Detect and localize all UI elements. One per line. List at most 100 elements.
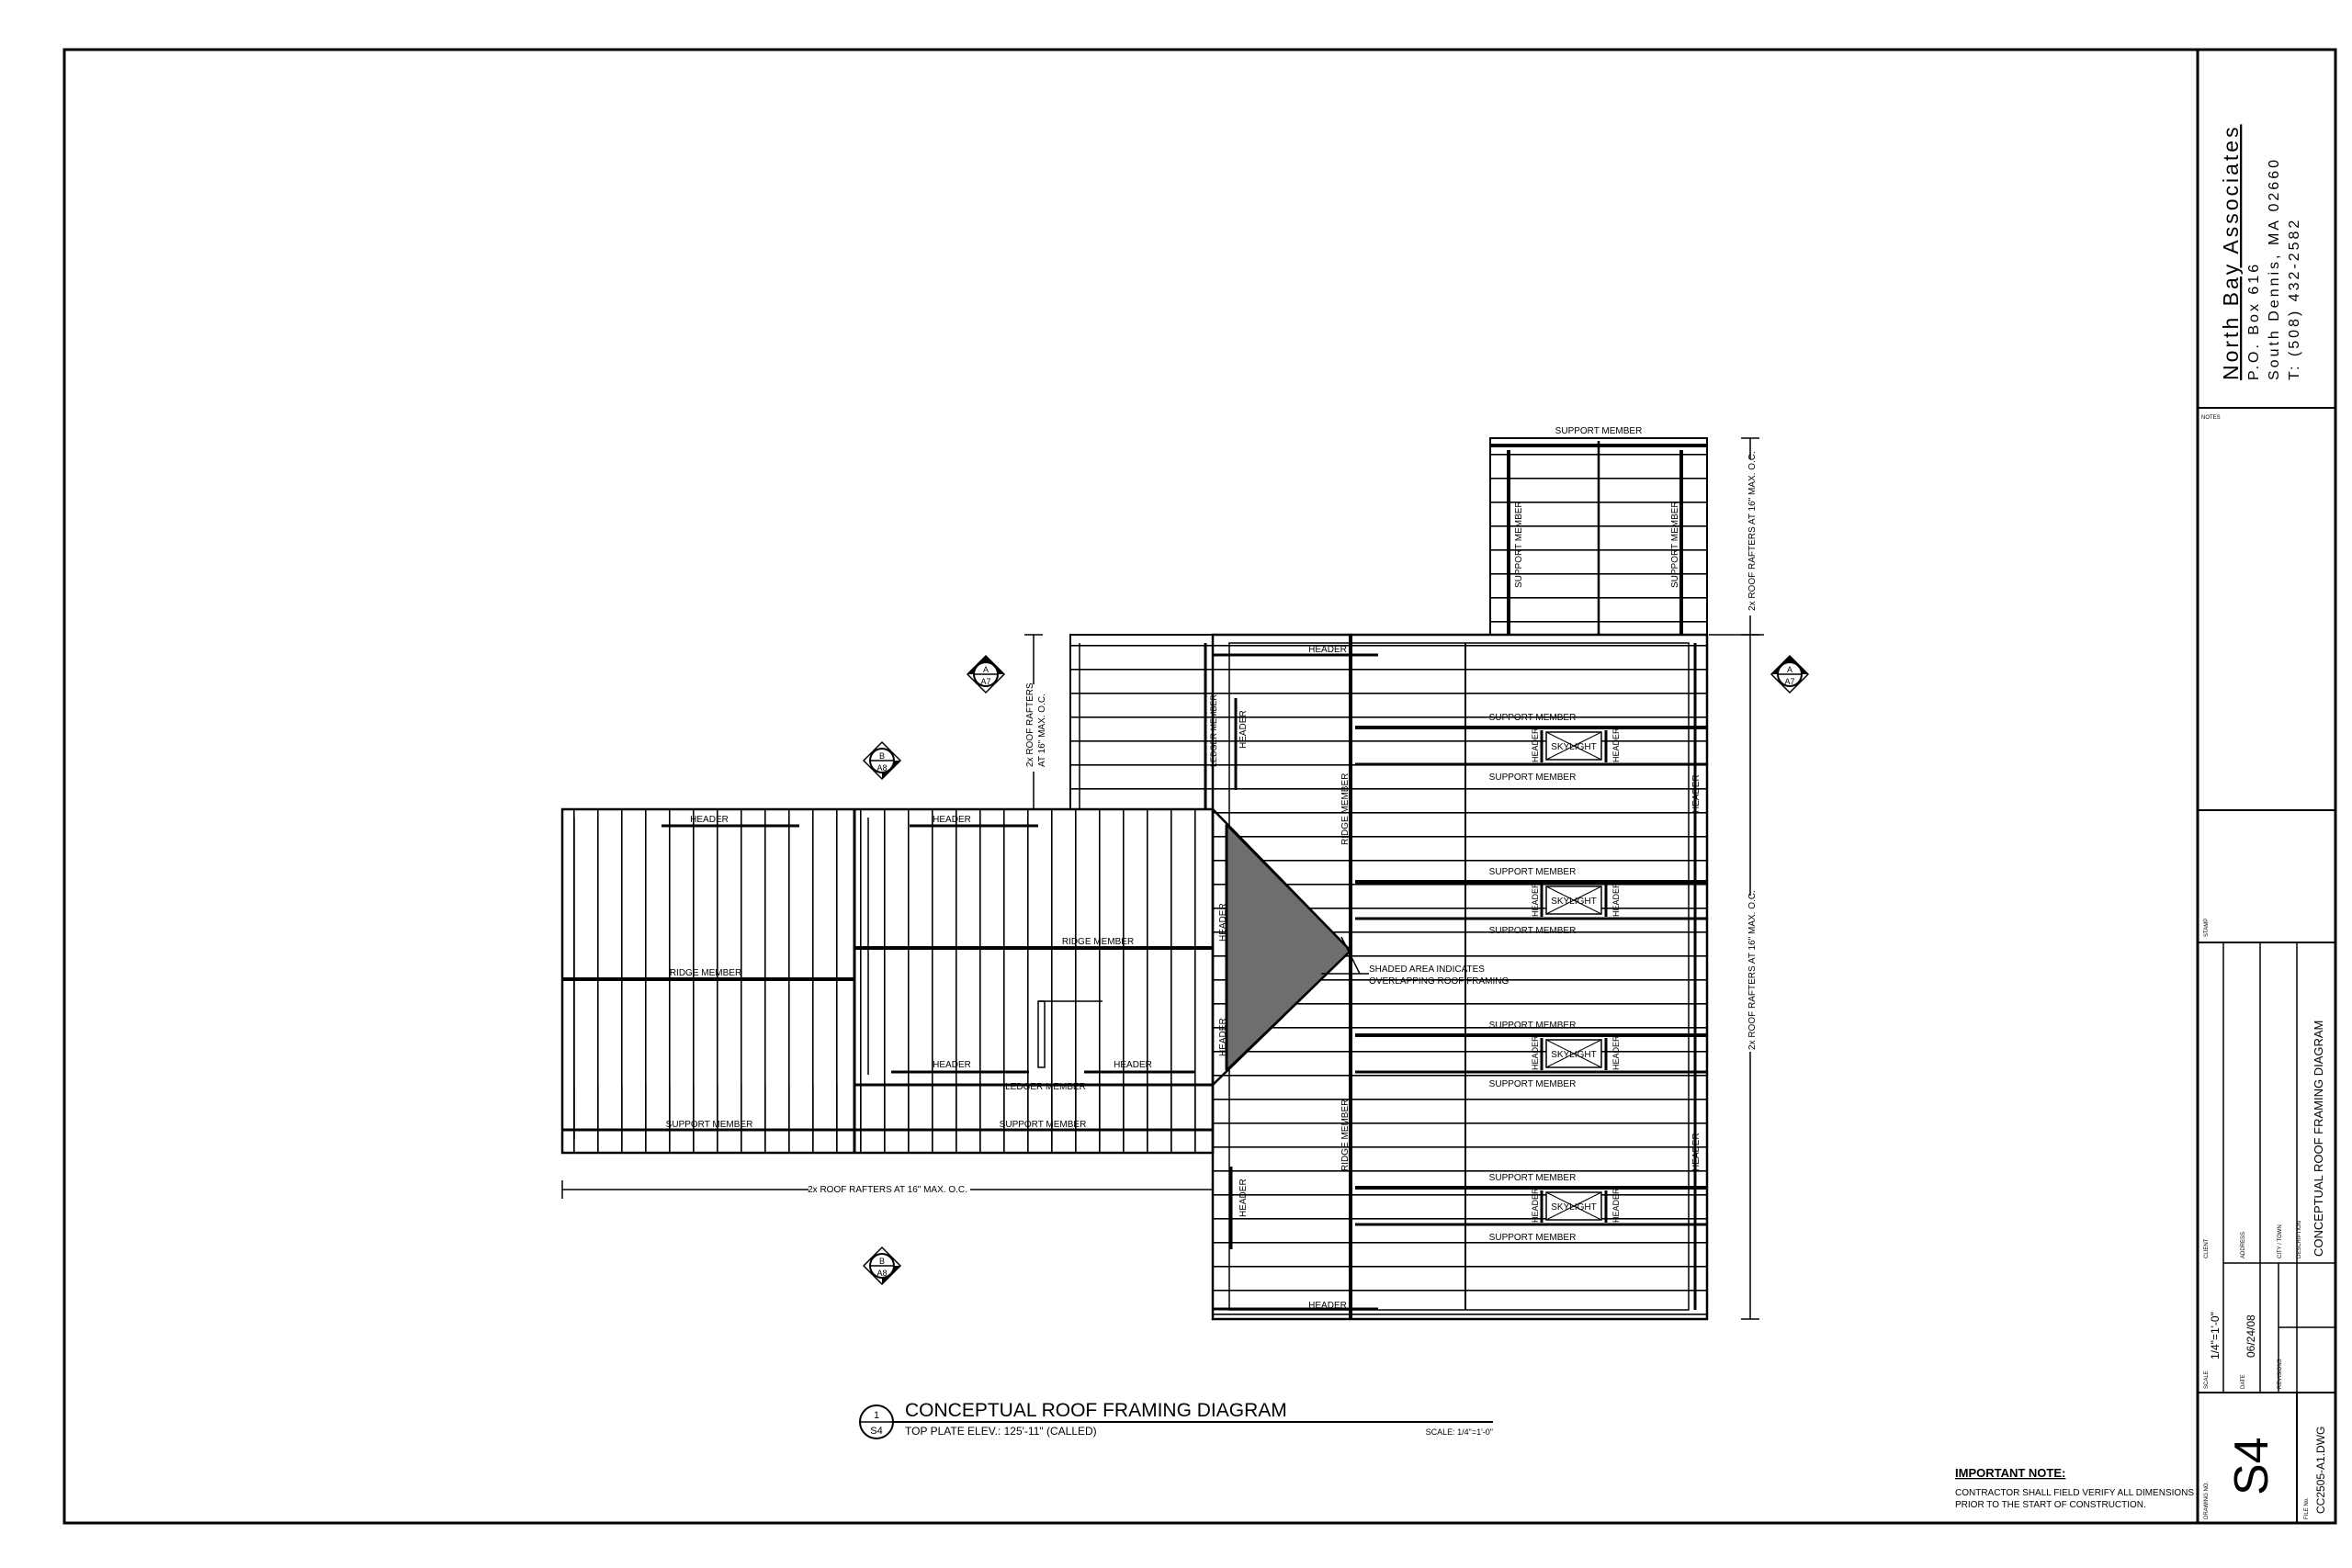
- label-support-west-a: SUPPORT MEMBER: [666, 1120, 753, 1130]
- label-header-west-1: HEADER: [1238, 710, 1249, 749]
- svg-text:A8: A8: [876, 763, 887, 773]
- file-no-label: FILE No.: [2304, 1497, 2310, 1519]
- section-marker-a-left: A A7: [966, 654, 1006, 694]
- firm-address-1: P.O. Box 616: [2246, 262, 2262, 380]
- label-ridge-east-2: RIDGE MEMBER: [1340, 1100, 1351, 1171]
- dim-rafters-east: 2x ROOF RAFTERS AT 16" MAX. O.C.: [1747, 890, 1758, 1050]
- drawing-no-label: DRAWING NO.: [2204, 1482, 2210, 1519]
- description-value: CONCEPTUAL ROOF FRAMING DIAGRAM: [2312, 1021, 2325, 1257]
- label-shaded-1: SHADED AREA INDICATES: [1369, 964, 1485, 975]
- description-label: DESCRIPTION: [2297, 1221, 2302, 1258]
- label-skylight-header-1l: HEADER: [1531, 728, 1540, 762]
- label-ridge-west-a: RIDGE MEMBER: [670, 968, 741, 978]
- dim-rafters-connector-1: 2x ROOF RAFTERS: [1025, 682, 1035, 767]
- sheet-border: [62, 48, 2337, 1525]
- label-header-top: HEADER: [1308, 645, 1347, 655]
- address-label: ADDRESS: [2241, 1232, 2246, 1258]
- label-header-hip-1: HEADER: [1218, 903, 1228, 942]
- roof-framing-plan: [560, 437, 1764, 1321]
- dim-rafters-west: 2x ROOF RAFTERS AT 16" MAX. O.C.: [808, 1185, 967, 1195]
- label-support-3b: SUPPORT MEMBER: [1489, 1079, 1577, 1089]
- svg-text:A: A: [983, 665, 989, 674]
- label-support-2b: SUPPORT MEMBER: [1489, 926, 1577, 936]
- label-header-east-2: HEADER: [1691, 1133, 1702, 1171]
- label-skylight-3: SKYLIGHT: [1551, 1050, 1596, 1060]
- date-value: 06/24/08: [2245, 1314, 2257, 1358]
- scale-value: 1/4"=1'-0": [2209, 1312, 2222, 1359]
- stamp-label: STAMP: [2204, 919, 2210, 937]
- date-label: DATE: [2241, 1374, 2246, 1389]
- label-support-2a: SUPPORT MEMBER: [1489, 867, 1577, 877]
- label-support-right: SUPPORT MEMBER: [1670, 501, 1680, 588]
- label-header-hip-2: HEADER: [1218, 1018, 1228, 1056]
- important-note-line2: PRIOR TO THE START OF CONSTRUCTION.: [1955, 1500, 2146, 1510]
- label-skylight-header-4r: HEADER: [1611, 1188, 1621, 1223]
- plan-labels: SUPPORT MEMBER SUPPORT MEMBER SUPPORT ME…: [666, 426, 1758, 1311]
- skylight-1: [1540, 730, 1608, 762]
- label-skylight-header-4l: HEADER: [1531, 1188, 1540, 1223]
- drawing-title-block: 1 S4 CONCEPTUAL ROOF FRAMING DIAGRAM TOP…: [859, 1400, 1493, 1439]
- svg-text:A7: A7: [1784, 677, 1794, 686]
- svg-text:B: B: [879, 1257, 885, 1266]
- svg-text:A7: A7: [980, 677, 990, 686]
- svg-text:A8: A8: [876, 1269, 887, 1278]
- label-support-left: SUPPORT MEMBER: [1514, 501, 1524, 588]
- label-skylight-1: SKYLIGHT: [1551, 742, 1596, 752]
- svg-text:A: A: [1787, 665, 1792, 674]
- revisions-label: REVISIONS: [2278, 1359, 2283, 1389]
- notes-label: NOTES: [2201, 415, 2221, 421]
- file-no-value: CC2505-A1.DWG: [2314, 1427, 2327, 1514]
- label-support-1b: SUPPORT MEMBER: [1489, 773, 1577, 783]
- skylight-2: [1540, 885, 1608, 917]
- svg-text:B: B: [879, 751, 885, 761]
- label-skylight-header-3l: HEADER: [1531, 1035, 1540, 1070]
- section-marker-b-top: B A8: [862, 740, 902, 781]
- label-shaded-2: OVERLAPPING ROOF FRAMING: [1369, 976, 1509, 987]
- client-label: CLIENT: [2204, 1238, 2210, 1258]
- label-support-3a: SUPPORT MEMBER: [1489, 1021, 1577, 1031]
- drawing-title: CONCEPTUAL ROOF FRAMING DIAGRAM: [905, 1400, 1287, 1421]
- drawing-no-value: S4: [2225, 1437, 2278, 1495]
- label-support-4a: SUPPORT MEMBER: [1489, 1173, 1577, 1183]
- title-block: North Bay Associates P.O. Box 616 South …: [2196, 50, 2335, 1523]
- dim-rafters-top: 2x ROOF RAFTERS AT 16" MAX. O.C.: [1747, 451, 1758, 611]
- label-header-west-c: HEADER: [933, 1060, 971, 1070]
- important-note-line1: CONTRACTOR SHALL FIELD VERIFY ALL DIMENS…: [1955, 1488, 2194, 1498]
- important-note-heading: IMPORTANT NOTE:: [1955, 1466, 2065, 1480]
- label-header-west-d: HEADER: [1114, 1060, 1152, 1070]
- label-skylight-2: SKYLIGHT: [1551, 897, 1596, 907]
- firm-phone: T: (508) 432-2582: [2287, 218, 2302, 380]
- scale-label: SCALE: [2204, 1371, 2210, 1389]
- firm-address-2: South Dennis, MA 02660: [2267, 157, 2282, 380]
- label-support-1a: SUPPORT MEMBER: [1489, 713, 1577, 723]
- label-support-west-b: SUPPORT MEMBER: [1000, 1120, 1087, 1130]
- drawing-scale: SCALE: 1/4"=1'-0": [1426, 1427, 1493, 1437]
- label-ridge-east-1: RIDGE MEMBER: [1340, 773, 1351, 845]
- section-marker-b-bottom: B A8: [862, 1246, 902, 1286]
- label-skylight-4: SKYLIGHT: [1551, 1202, 1596, 1213]
- label-header-west-b: HEADER: [933, 815, 971, 825]
- label-skylight-header-3r: HEADER: [1611, 1035, 1621, 1070]
- label-ledger-connector: LEDGER MEMBER: [1209, 694, 1218, 767]
- label-ledger-west: LEDGER MEMBER: [1005, 1082, 1086, 1092]
- label-ridge-west-b: RIDGE MEMBER: [1062, 937, 1134, 947]
- skylight-4: [1540, 1190, 1608, 1223]
- label-header-bottom: HEADER: [1308, 1301, 1347, 1311]
- label-header-west-a: HEADER: [690, 815, 729, 825]
- section-marker-a-right: A A7: [1770, 654, 1810, 694]
- important-note: IMPORTANT NOTE: CONTRACTOR SHALL FIELD V…: [1955, 1466, 2194, 1510]
- detail-sheet: S4: [870, 1426, 882, 1437]
- drawing-subtitle: TOP PLATE ELEV.: 125'-11" (CALLED): [905, 1425, 1097, 1438]
- city-label: CITY / TOWN: [2278, 1224, 2283, 1258]
- label-header-east-1: HEADER: [1691, 774, 1702, 813]
- firm-name: North Bay Associates: [2219, 124, 2243, 380]
- label-skylight-header-1r: HEADER: [1611, 728, 1621, 762]
- label-skylight-header-2l: HEADER: [1531, 882, 1540, 917]
- label-support-top: SUPPORT MEMBER: [1555, 426, 1643, 436]
- skylight-3: [1540, 1038, 1608, 1070]
- label-support-4b: SUPPORT MEMBER: [1489, 1233, 1577, 1243]
- label-skylight-header-2r: HEADER: [1611, 882, 1621, 917]
- label-header-west-2: HEADER: [1238, 1179, 1249, 1217]
- detail-number: 1: [874, 1410, 879, 1421]
